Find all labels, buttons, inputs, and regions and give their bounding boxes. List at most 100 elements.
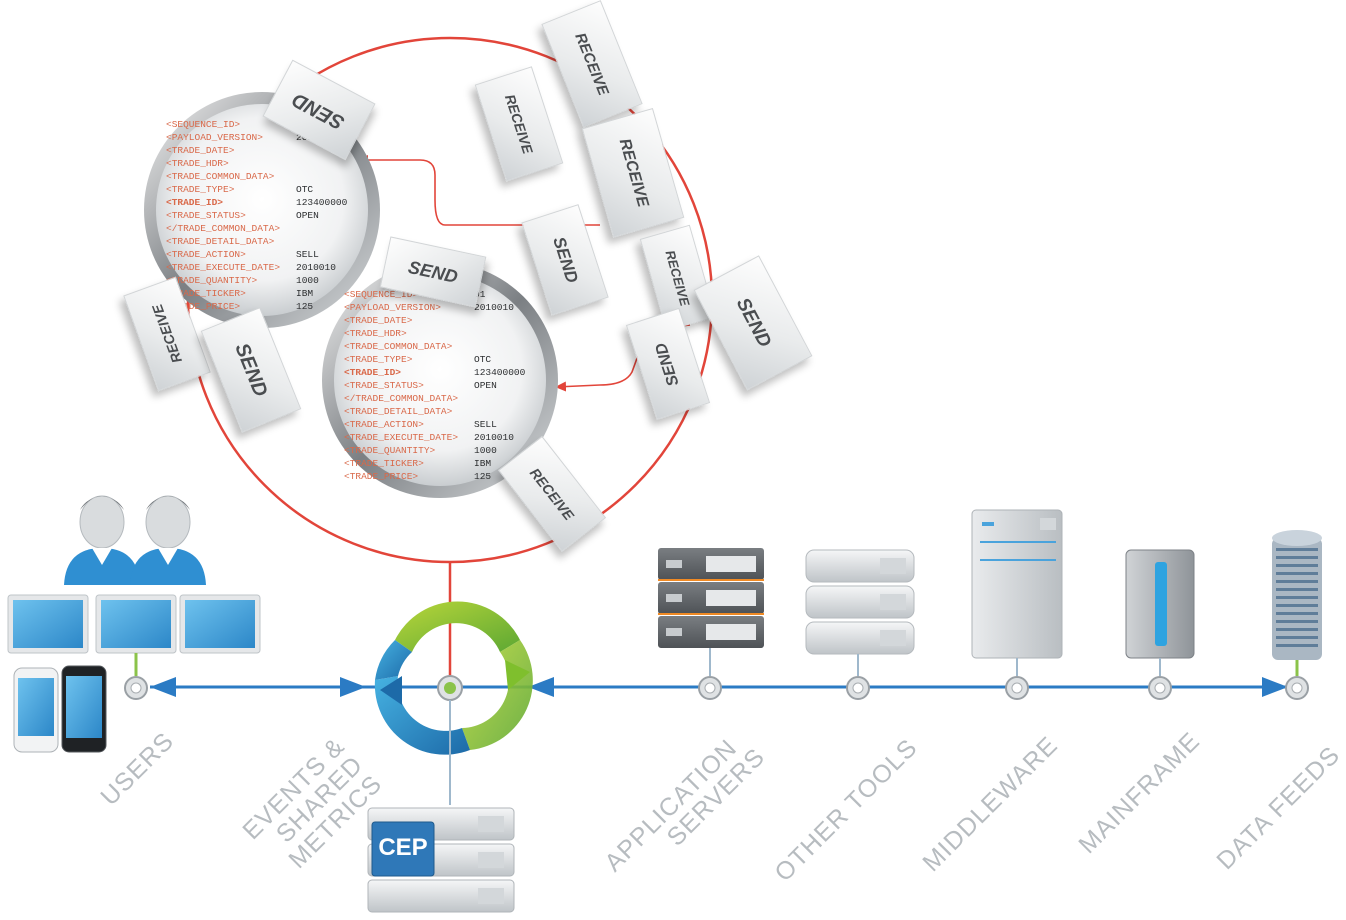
lens-xml-value: OPEN <box>474 380 497 391</box>
lens-xml-tag: <TRADE_DATE> <box>166 145 235 156</box>
lens-xml-value: IBM <box>296 288 314 299</box>
lens-xml-tag: <TRADE_TYPE> <box>344 354 413 365</box>
lens-xml-tag: <TRADE_ACTION> <box>166 249 246 260</box>
lens-xml-tag: <TRADE_STATUS> <box>166 210 246 221</box>
lens-xml-tag: <TRADE_TICKER> <box>344 458 424 469</box>
lens-xml-line: <TRADE_EXECUTE_DATE> 2010010 <box>344 431 544 444</box>
bus-arrow-users-right <box>340 677 366 697</box>
lens-xml-line: <TRADE_ID> 123400000 <box>344 366 544 379</box>
lens-xml-line: <TRADE_HDR> <box>344 327 544 340</box>
bus-arrow-feeds <box>1262 677 1288 697</box>
message-magnifier-lower <box>322 262 558 498</box>
lens-xml-value: OTC <box>296 184 314 195</box>
monitor-icon <box>95 594 177 654</box>
lens-xml-line: <TRADE_ID> 123400000 <box>166 196 366 209</box>
application-servers-icon <box>658 548 764 700</box>
lens-xml-line: <TRADE_COMMON_DATA> <box>344 340 544 353</box>
lens-xml-line: <TRADE_STATUS> OPEN <box>166 209 366 222</box>
lens-xml-value: IBM <box>474 458 492 469</box>
lens-xml-tag: <TRADE_ACTION> <box>344 419 424 430</box>
lens-xml-line: <TRADE_ACTION> SELL <box>344 418 544 431</box>
message-arrow-upper <box>357 155 600 226</box>
lens-xml-tag: <TRADE_TYPE> <box>166 184 235 195</box>
lens-xml-tag: <TRADE_EXECUTE_DATE> <box>344 432 459 443</box>
lens-xml-value: 125 <box>474 471 492 482</box>
lens-xml-line: <TRADE_TICKER>IBM <box>166 287 366 300</box>
lens-xml-line: <TRADE_TYPE> OTC <box>344 353 544 366</box>
lens-xml-line: <TRADE_DETAIL_DATA> <box>166 235 366 248</box>
data-feeds-building-icon <box>1272 530 1322 700</box>
lens-xml-line: <TRADE_TYPE> OTC <box>166 183 366 196</box>
bus-arrow-hub <box>528 677 554 697</box>
mainframe-icon <box>1125 549 1195 700</box>
lens-xml-tag: <TRADE_HDR> <box>166 158 229 169</box>
user-icon <box>64 495 140 585</box>
lens-xml-value: SELL <box>474 419 497 430</box>
lens-xml-line: <TRADE_DATE> <box>344 314 544 327</box>
monitor-icon <box>7 594 89 654</box>
smartphone-icon <box>13 667 59 753</box>
lens-xml-line: </TRADE_COMMON_DATA> <box>166 222 366 235</box>
cep-server-icon <box>367 807 515 913</box>
middleware-tower-icon <box>971 509 1063 700</box>
lens-xml-tag: <SEQUENCE_ID> <box>344 289 419 300</box>
user-icon <box>130 495 206 585</box>
lens-xml-tag: <TRADE_COMMON_DATA> <box>166 171 275 182</box>
lens-xml-tag: <SEQUENCE_ID> <box>166 119 241 130</box>
lens-xml-line: <TRADE_EXECUTE_DATE> 2010010 <box>166 261 366 274</box>
lens-xml-line: <TRADE_STATUS> OPEN <box>344 379 544 392</box>
lens-xml-tag: <TRADE_DETAIL_DATA> <box>166 236 275 247</box>
lens-xml-tag: <TRADE_DATE> <box>344 315 413 326</box>
lens-xml-line: <TRADE_HDR> <box>166 157 366 170</box>
lens-xml-value: 1000 <box>296 275 319 286</box>
lens-xml-tag: <PAYLOAD_VERSION> <box>344 302 441 313</box>
users-cluster <box>7 495 261 753</box>
lens-xml-line: </TRADE_COMMON_DATA> <box>344 392 544 405</box>
message-magnifier-upper <box>144 92 380 328</box>
lens-xml-tag: <TRADE_QUANTITY> <box>344 445 436 456</box>
lens-xml-tag: <TRADE_EXECUTE_DATE> <box>166 262 281 273</box>
lens-xml-value: OPEN <box>296 210 319 221</box>
lens-xml-line: <TRADE_PRICE> 125 <box>344 470 544 483</box>
lens-xml-tag: </TRADE_COMMON_DATA> <box>166 223 281 234</box>
bus-arrow-users-left <box>150 677 176 697</box>
other-tools-icon <box>805 549 915 700</box>
lens-xml-line: <TRADE_QUANTITY> 1000 <box>344 444 544 457</box>
lens-xml-line: <TRADE_PRICE> 125 <box>166 300 366 313</box>
lens-xml-tag: <TRADE_ID> <box>344 367 402 378</box>
lens-xml-value: 2010010 <box>296 262 336 273</box>
lens-xml-line: <TRADE_TICKER> IBM <box>344 457 544 470</box>
lens-xml-value: SELL <box>296 249 319 260</box>
lens-xml-line: <TRADE_ACTION> SELL <box>166 248 366 261</box>
lens-xml-tag: <TRADE_HDR> <box>344 328 407 339</box>
lens-xml-value: 125 <box>296 301 314 312</box>
lens-xml-line: <TRADE_DATE> <box>166 144 366 157</box>
smartphone-icon <box>61 665 107 753</box>
lens-xml-tag: <PAYLOAD_VERSION> <box>166 132 263 143</box>
lens-xml-value: 01 <box>474 289 486 300</box>
lens-xml-tag: <TRADE_COMMON_DATA> <box>344 341 453 352</box>
lens-xml-value: 2010010 <box>474 302 514 313</box>
lens-xml-line: <TRADE_COMMON_DATA> <box>166 170 366 183</box>
monitor-icon <box>179 594 261 654</box>
lens-xml-value: 2010010 <box>474 432 514 443</box>
lens-xml-line: <TRADE_DETAIL_DATA> <box>344 405 544 418</box>
lens-lower-text: <SEQUENCE_ID>01<PAYLOAD_VERSION>2010010<… <box>338 278 542 482</box>
lens-xml-value: 123400000 <box>296 197 348 208</box>
lens-xml-tag: <TRADE_STATUS> <box>344 380 424 391</box>
lens-xml-line: <SEQUENCE_ID> 01 <box>344 288 544 301</box>
lens-xml-tag: <TRADE_ID> <box>166 197 224 208</box>
lens-xml-tag: <TRADE_PRICE> <box>166 301 241 312</box>
lens-xml-value: 1000 <box>474 445 497 456</box>
lens-xml-tag: <TRADE_QUANTITY> <box>166 275 258 286</box>
event-hub-logo <box>374 601 533 755</box>
lens-xml-value: OTC <box>474 354 492 365</box>
cep-label: CEP <box>378 834 428 861</box>
lens-xml-tag: <TRADE_DETAIL_DATA> <box>344 406 453 417</box>
lens-xml-line: <TRADE_QUANTITY> 1000 <box>166 274 366 287</box>
lens-xml-tag: </TRADE_COMMON_DATA> <box>344 393 459 404</box>
lens-xml-tag: <TRADE_PRICE> <box>344 471 419 482</box>
lens-xml-value: 123400000 <box>474 367 526 378</box>
